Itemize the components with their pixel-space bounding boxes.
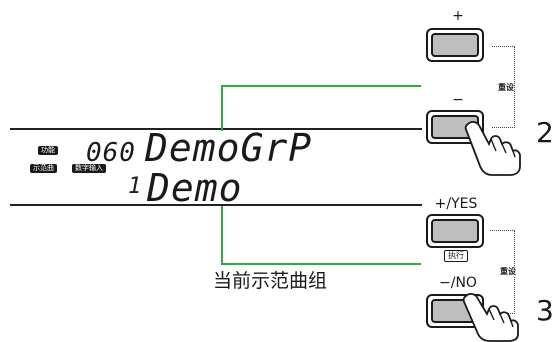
- lcd-line2-number: 1: [128, 174, 143, 199]
- step-number-3: 3: [536, 294, 554, 327]
- reset-label-bottom: 重设: [500, 266, 516, 277]
- no-label: −/NO: [439, 275, 477, 291]
- plus-button[interactable]: [426, 28, 484, 62]
- pressing-hand-icon: [464, 120, 521, 176]
- callout-line-top-horizontal: [221, 85, 421, 87]
- current-demo-group-caption: 当前示范曲组: [213, 270, 328, 292]
- lcd-frame: [10, 128, 422, 206]
- lcd-display: 功能 示范曲 数字输入 060 DemoGrP 1 Demo: [10, 126, 422, 210]
- yes-label: +/YES: [434, 196, 478, 212]
- plus-label: +: [452, 8, 464, 24]
- callout-line-bottom-horizontal: [221, 263, 421, 265]
- reset-label-top: 重设: [498, 82, 514, 93]
- function-tag: 功能: [38, 146, 58, 155]
- callout-line-top-vertical: [221, 85, 223, 131]
- demo-tag: 示范曲: [30, 164, 57, 173]
- execute-label: 执行: [444, 250, 468, 262]
- minus-label: −: [452, 92, 464, 108]
- pressing-hand-icon: [462, 292, 519, 342]
- callout-line-bottom-vertical: [221, 206, 223, 264]
- lcd-line2-text: Demo: [147, 166, 243, 210]
- numeric-input-tag: 数字输入: [72, 164, 106, 173]
- lcd-line1-text: DemoGrP: [145, 126, 313, 170]
- yes-button[interactable]: [426, 214, 484, 248]
- step-number-2: 2: [536, 116, 554, 149]
- reset-bracket-top: [492, 46, 515, 128]
- lcd-number: 060: [86, 138, 136, 168]
